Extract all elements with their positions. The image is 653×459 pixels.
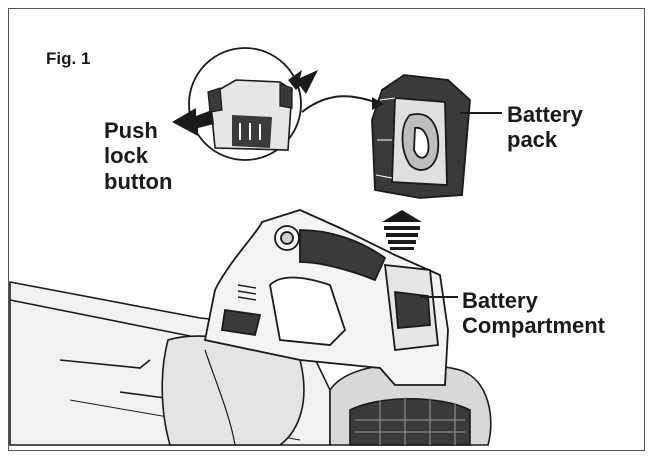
connector-curve [301, 95, 379, 113]
zoom-inset [188, 47, 302, 161]
blower-body [9, 281, 331, 446]
battery-pack-label: Battery pack [507, 102, 583, 153]
push-arrow-icon [172, 108, 214, 136]
handle-housing [203, 209, 449, 386]
connector-arrowhead [372, 97, 384, 110]
figure-frame [8, 8, 645, 451]
figure-title: Fig. 1 [46, 49, 91, 68]
battery-pack [371, 74, 471, 199]
push-arrow-right-icon [288, 70, 318, 94]
battery-compartment-label: Battery Compartment [462, 288, 606, 339]
nozzle-grille [329, 363, 492, 446]
push-lock-button-label: Push lock button [104, 118, 173, 194]
insert-arrow-icon [382, 210, 422, 250]
